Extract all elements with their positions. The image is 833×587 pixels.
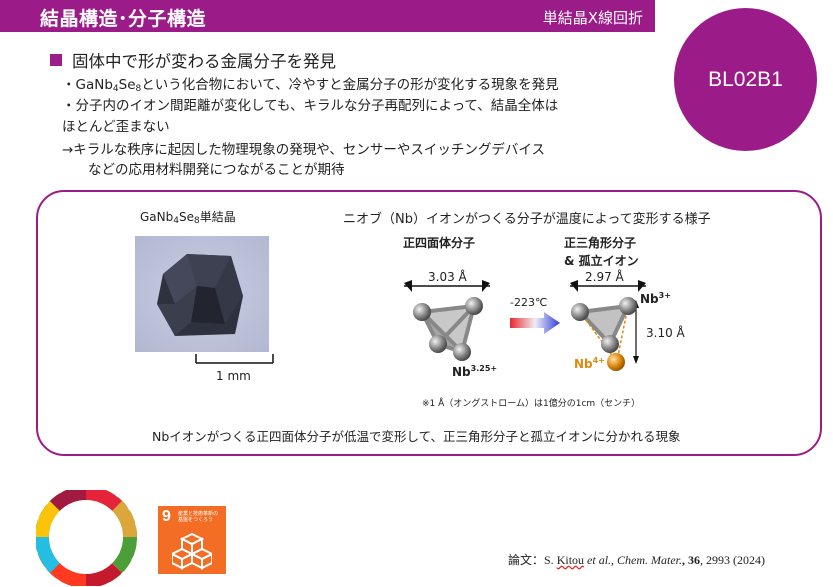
- triangle-label: 正三角形分子: [564, 236, 637, 250]
- sdg-number: 9: [162, 508, 171, 525]
- sdg-wheel-icon: [36, 490, 137, 586]
- cubes-icon: [172, 532, 212, 570]
- distance-right-side: 3.10 Å: [646, 326, 685, 340]
- beamline-label: BL02B1: [708, 67, 783, 91]
- scale-label: 1 mm: [216, 369, 251, 383]
- bullet-2-line-1: ・分子内のイオン間距離が変化しても、キラルな分子再配列によって、結晶全体は: [62, 98, 559, 114]
- square-bullet-icon: [50, 54, 62, 66]
- sdg-text: 産業と技術革新の基盤をつくろう: [178, 511, 219, 523]
- citation-rest: , 2993 (2024): [700, 553, 766, 567]
- citation-prefix: 論文：S.: [508, 553, 557, 567]
- transition-arrow-icon: [510, 312, 560, 334]
- bullet-1-sub-b: 8: [135, 84, 142, 94]
- crystal-photo: [135, 236, 269, 352]
- distance-left: 3.03 Å: [428, 270, 467, 284]
- crystal-label-a: GaNb: [140, 210, 174, 224]
- page-title: 結晶構造･分子構造: [40, 8, 207, 30]
- sdg-9-tile: 9 産業と技術革新の基盤をつくろう: [158, 506, 226, 574]
- bullet-1-text-b: Se: [118, 77, 136, 93]
- crystal-label-sub-b: 8: [193, 216, 200, 226]
- header-bar: 結晶構造･分子構造 単結晶X線回折: [0, 0, 655, 32]
- citation-volume: , 36: [682, 553, 701, 567]
- bullet-3-line-2: などの応用材料開発につながることが期待: [88, 162, 345, 178]
- nb-3-sup: 3+: [658, 291, 671, 300]
- citation-etal: et al., Chem. Mater.: [584, 553, 683, 567]
- citation: 論文：S. Kitou et al., Chem. Mater., 36, 29…: [508, 551, 765, 568]
- tetrahedron-molecule: [404, 280, 490, 361]
- panel-title: ニオブ（Nb）イオンがつくる分子が温度によって変形する様子: [343, 212, 711, 227]
- isolated-ion-label: & 孤立イオン: [564, 254, 639, 268]
- citation-author: Kitou: [556, 553, 585, 567]
- bullet-1-text-c: という化合物において、冷やすと金属分子の形が変化する現象を発見: [141, 77, 559, 93]
- scale-bar: [195, 354, 274, 364]
- nb-3-label: Nb3+: [640, 291, 671, 306]
- temperature-label: -223℃: [510, 296, 548, 309]
- triangle-molecule: [570, 280, 646, 371]
- bullet-1-sub-a: 4: [112, 84, 119, 94]
- nb-4-sup: 4+: [592, 356, 605, 365]
- bullet-2-line-2: ほとんど歪まない: [62, 119, 170, 135]
- tetrahedron-label: 正四面体分子: [403, 236, 476, 250]
- section-heading: 固体中で形が変わる金属分子を発見: [72, 52, 336, 71]
- crystal-label-sub-a: 4: [173, 216, 179, 226]
- bullet-1-text-a: ・GaNb: [62, 77, 113, 93]
- crystal-label-b: Se: [178, 210, 194, 224]
- bullet-1: ・GaNb4Se8という化合物において、冷やすと金属分子の形が変化する現象を発見: [62, 76, 559, 98]
- nb-3-text: Nb: [640, 292, 659, 306]
- figure-panel: [36, 190, 822, 456]
- nb-4-text: Nb: [574, 357, 593, 371]
- nb-325-label: Nb3.25+: [452, 364, 497, 379]
- panel-caption: Nbイオンがつくる正四面体分子が低温で変形して、正三角形分子と孤立イオンに分かれ…: [152, 429, 681, 444]
- nb-325-sup: 3.25+: [470, 364, 498, 373]
- angstrom-footnote: ※1 Å（オングストローム）は1億分の1cm（センチ）: [422, 399, 641, 409]
- beamline-badge: BL02B1: [674, 8, 817, 151]
- crystal-label: GaNb4Se8単結晶: [140, 208, 236, 226]
- distance-right-top: 2.97 Å: [585, 270, 624, 284]
- nb-325-text: Nb: [452, 365, 471, 379]
- crystal-label-c: 単結晶: [199, 210, 236, 224]
- bullet-3-line-1: →キラルな秩序に起因した物理現象の発現や、センサーやスイッチングデバイス: [62, 142, 546, 158]
- nb-4-label: Nb4+: [574, 356, 605, 371]
- page-subtitle: 単結晶X線回折: [542, 9, 643, 27]
